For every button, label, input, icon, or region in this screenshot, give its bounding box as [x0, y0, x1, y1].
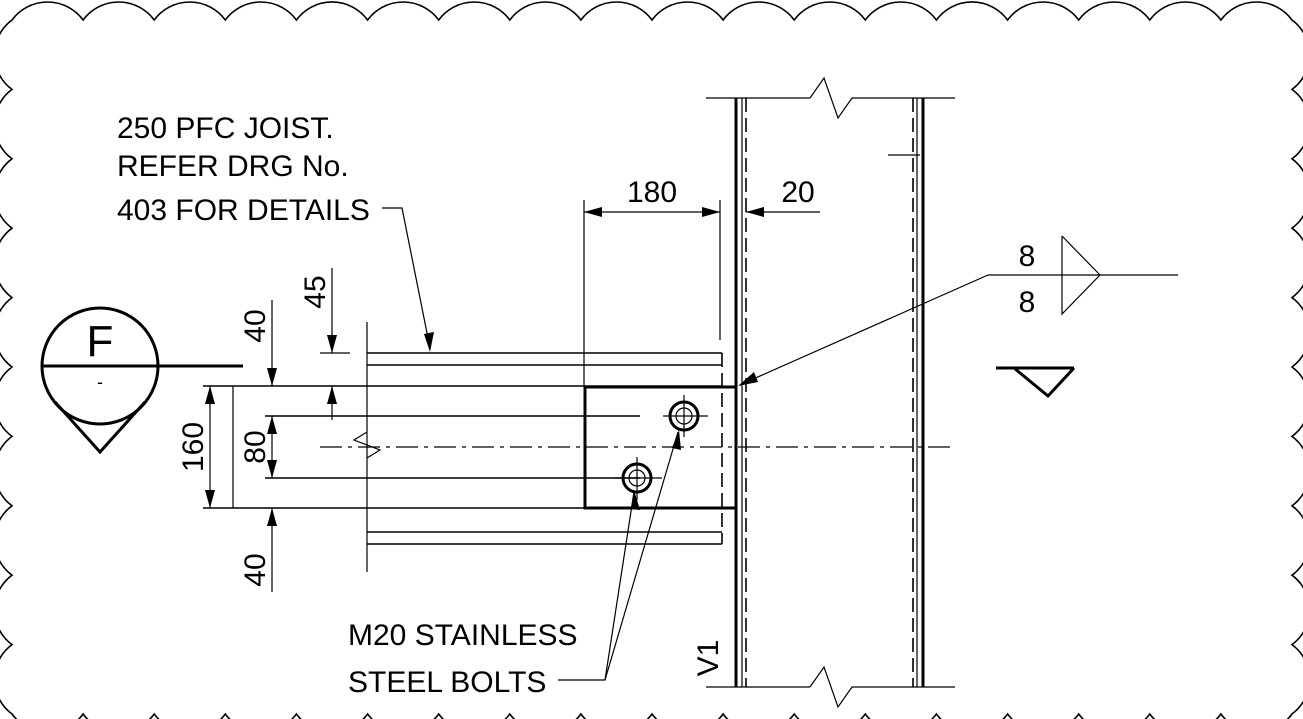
section-letter: F — [87, 317, 114, 366]
dimension-40-top: 40 — [239, 300, 277, 386]
section-marker: F - — [40, 306, 243, 455]
joist-note-line3: 403 FOR DETAILS — [117, 194, 370, 227]
bolt-note-line2: STEEL BOLTS — [348, 666, 546, 699]
weld-size-bottom: 8 — [1019, 286, 1036, 319]
dimension-160: 160 — [177, 386, 234, 508]
column — [706, 76, 955, 709]
cleat-plate — [583, 385, 738, 510]
bolt-lower — [614, 457, 662, 500]
weld-size-top: 8 — [1019, 240, 1036, 273]
dimension-40-top-label: 40 — [239, 309, 272, 342]
column-label: V1 — [692, 640, 725, 677]
dimension-80: 80 — [239, 416, 277, 478]
dimension-40-bottom: 40 — [239, 508, 277, 592]
pfc-joist — [203, 322, 950, 572]
dimension-40-bottom-label: 40 — [239, 553, 272, 586]
dimension-45: 45 — [299, 268, 350, 420]
dimension-20-label: 20 — [781, 176, 814, 209]
weld-symbol: 8 8 — [738, 235, 1178, 386]
joist-note-line1: 250 PFC JOIST. — [117, 112, 334, 145]
dimension-80-label: 80 — [239, 430, 272, 463]
joist-note: 250 PFC JOIST. REFER DRG No. 403 FOR DET… — [117, 112, 434, 352]
section-sheet: - — [97, 372, 103, 392]
dimension-20: 20 — [746, 176, 820, 217]
dimension-45-label: 45 — [299, 275, 332, 308]
dimension-160-label: 160 — [177, 422, 210, 472]
level-marker-icon — [996, 366, 1076, 399]
dimension-180: 180 — [583, 176, 721, 386]
bolt-note: M20 STAINLESS STEEL BOLTS — [348, 430, 681, 699]
dimension-180-label: 180 — [627, 176, 677, 209]
joist-note-line2: REFER DRG No. — [117, 150, 349, 183]
bolt-upper — [663, 395, 708, 437]
bolt-note-line1: M20 STAINLESS — [348, 619, 578, 652]
